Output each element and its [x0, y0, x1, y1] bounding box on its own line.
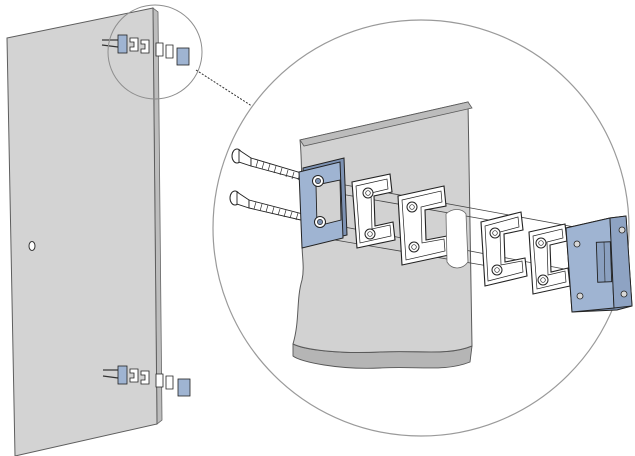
clamp-gasket-1: [480, 211, 528, 287]
zoom-panel-top-edge: [299, 101, 473, 147]
clamp-spacer-2: [397, 185, 450, 266]
glass-door-panel: [6, 7, 163, 456]
lower-spacer-2: [140, 370, 150, 385]
handle-hole: [28, 241, 36, 251]
upper-gasket-2: [165, 44, 174, 59]
upper-hinge-body: [176, 47, 190, 66]
lower-gasket-1: [155, 373, 164, 388]
lower-hinge-assembly: [102, 365, 191, 397]
door-panel-face: [6, 7, 158, 456]
zoom-panel-notch: [445, 209, 469, 269]
clamp-spacer-1: [351, 173, 396, 249]
blue-hinge-body: [565, 215, 633, 313]
lower-mount-plate: [117, 365, 128, 385]
lower-gasket-2: [165, 375, 174, 390]
hinge-knuckle: [595, 241, 613, 283]
callout-leader-line: [195, 69, 259, 111]
lower-spacer-1: [129, 368, 139, 383]
upper-gasket-1: [155, 42, 164, 57]
callout-small-circle: [107, 4, 203, 100]
blue-mounting-plate: [298, 157, 348, 249]
upper-spacer-1: [129, 37, 139, 52]
upper-hinge-assembly: [101, 34, 190, 66]
upper-mount-plate: [117, 34, 128, 54]
zoom-detail: [212, 19, 633, 437]
upper-spacer-2: [140, 39, 150, 54]
lower-hinge-body: [177, 378, 191, 397]
clamp-gasket-2: [528, 223, 571, 295]
